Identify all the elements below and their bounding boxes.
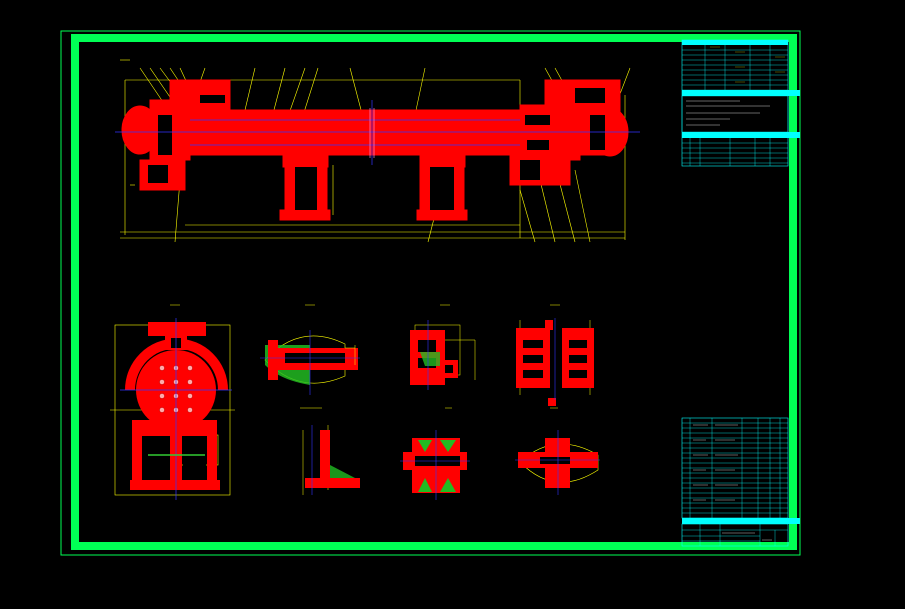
title-block	[681, 518, 800, 547]
detail-view-6	[515, 430, 600, 495]
detail-label-marks	[170, 304, 560, 409]
end-view	[110, 318, 235, 500]
detail-view-2	[410, 320, 476, 390]
detail-view-1	[260, 330, 360, 395]
exchanger-body	[121, 79, 629, 221]
main-elevation-view	[115, 59, 640, 243]
detail-view-5	[400, 430, 470, 500]
parts-list-table	[681, 417, 789, 519]
elevation-centerlines	[115, 100, 640, 165]
detail-view-3	[516, 318, 594, 406]
technical-data-table	[681, 39, 800, 167]
shell-section-lines	[369, 108, 375, 158]
body-cutouts	[148, 88, 605, 210]
outer-frame	[60, 30, 801, 556]
inner-thick-border	[71, 34, 797, 550]
detail-view-4	[302, 425, 360, 495]
